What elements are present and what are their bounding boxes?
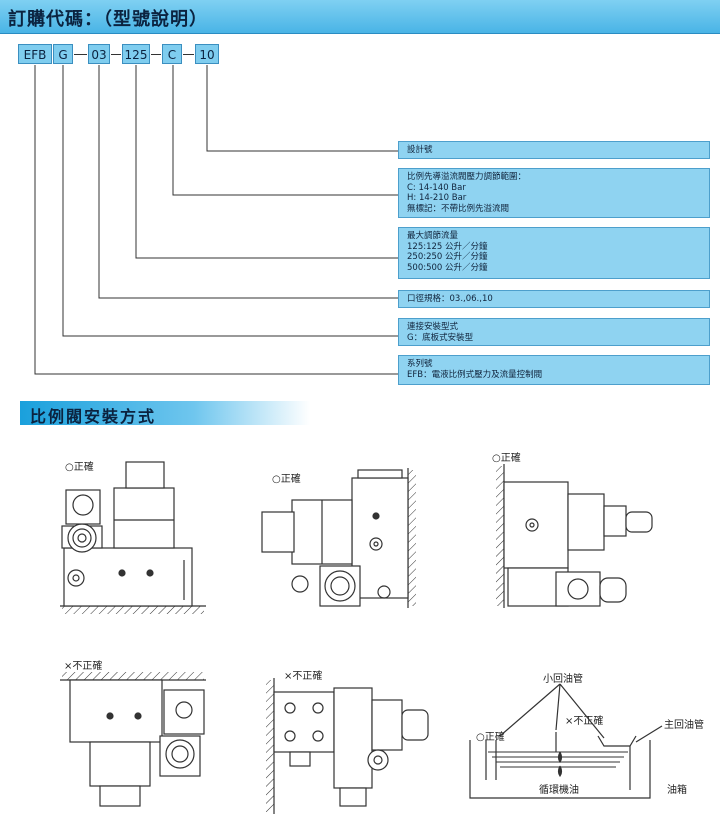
drawing-incorrect-1	[60, 672, 206, 807]
desc-mounting-type: 連接安裝型式 G：底板式安裝型	[398, 318, 710, 346]
desc-series: 系列號 EFB：電液比例式壓力及流量控制閥	[398, 355, 710, 385]
code-pressure: C	[162, 44, 182, 64]
label-oil-tank: 油箱	[667, 785, 687, 796]
desc-port-size: 口徑規格：03.,06.,10	[398, 290, 710, 308]
desc-design-number: 設計號	[398, 141, 710, 159]
code-separator	[183, 54, 194, 55]
code-separator	[151, 54, 161, 55]
label-tank-incorrect: ×不正確	[565, 716, 604, 727]
drawing-correct-3	[496, 464, 653, 608]
code-series: EFB	[18, 44, 52, 64]
label-incorrect-2: ×不正確	[284, 671, 323, 682]
section-header-installation: 比例閥安裝方式	[20, 401, 310, 426]
code-design: 10	[195, 44, 219, 64]
code-separator	[74, 54, 87, 55]
page-title: 訂購代碼：（型號說明）	[8, 9, 208, 30]
code-leader-lines	[34, 65, 398, 375]
drawing-correct-1	[60, 461, 206, 614]
label-incorrect-1: ×不正確	[64, 661, 103, 672]
desc-pressure-range: 比例先導溢流閥壓力調節範圍： C: 14-140 Bar H: 14-210 B…	[398, 168, 710, 218]
drawing-oil-tank	[469, 683, 663, 799]
label-correct-1: ○正確	[65, 462, 94, 473]
label-correct-2: ○正確	[272, 474, 301, 485]
label-small-return-pipe: 小回油管	[543, 674, 583, 685]
code-size: 03	[88, 44, 110, 64]
label-tank-correct: ○正確	[476, 732, 505, 743]
label-correct-3: ○正確	[492, 453, 521, 464]
drawing-correct-2	[261, 468, 416, 608]
code-separator	[111, 54, 121, 55]
drawing-incorrect-2	[266, 678, 429, 814]
label-circulating-oil: 循環機油	[539, 785, 579, 796]
label-main-return-pipe: 主回油管	[664, 720, 704, 731]
desc-max-flow: 最大調節流量 125:125 公升／分鐘 250:250 公升／分鐘 500:5…	[398, 227, 710, 279]
section-title: 比例閥安裝方式	[30, 407, 157, 426]
page-header: 訂購代碼：（型號說明）	[0, 0, 720, 34]
code-flow: 125	[122, 44, 150, 64]
code-mounting: G	[53, 44, 73, 64]
